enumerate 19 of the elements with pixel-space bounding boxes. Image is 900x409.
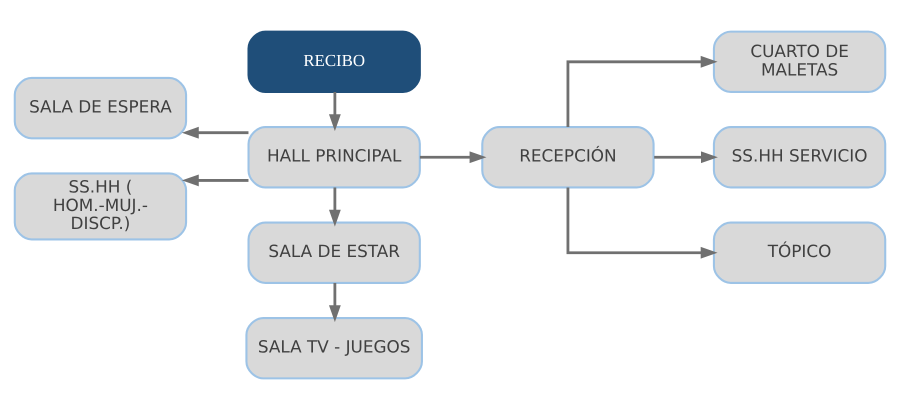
node-box: SALA DE ESPERA <box>14 76 188 139</box>
node-box: TÓPICO <box>712 221 886 284</box>
arrow <box>328 186 341 226</box>
arrow <box>420 150 486 163</box>
arrow <box>566 186 718 258</box>
node-box: HALL PRINCIPAL <box>247 126 421 188</box>
arrow <box>182 126 248 138</box>
node-box: SS.HH ( HOM.-MUJ.- DISCP.) <box>14 172 188 240</box>
arrow <box>328 92 341 131</box>
node-box: CUARTO DE MALETAS <box>712 30 886 93</box>
arrow <box>566 55 718 127</box>
arrow <box>182 174 248 186</box>
node-box: SS.HH SERVICIO <box>712 126 886 188</box>
node-box: RECEPCIÓN <box>481 126 655 188</box>
arrow <box>328 282 341 322</box>
node-box: RECIBO <box>247 30 421 93</box>
node-box: SALA TV - JUEGOS <box>245 316 423 379</box>
arrow <box>654 150 718 163</box>
node-box: SALA DE ESTAR <box>247 221 421 284</box>
